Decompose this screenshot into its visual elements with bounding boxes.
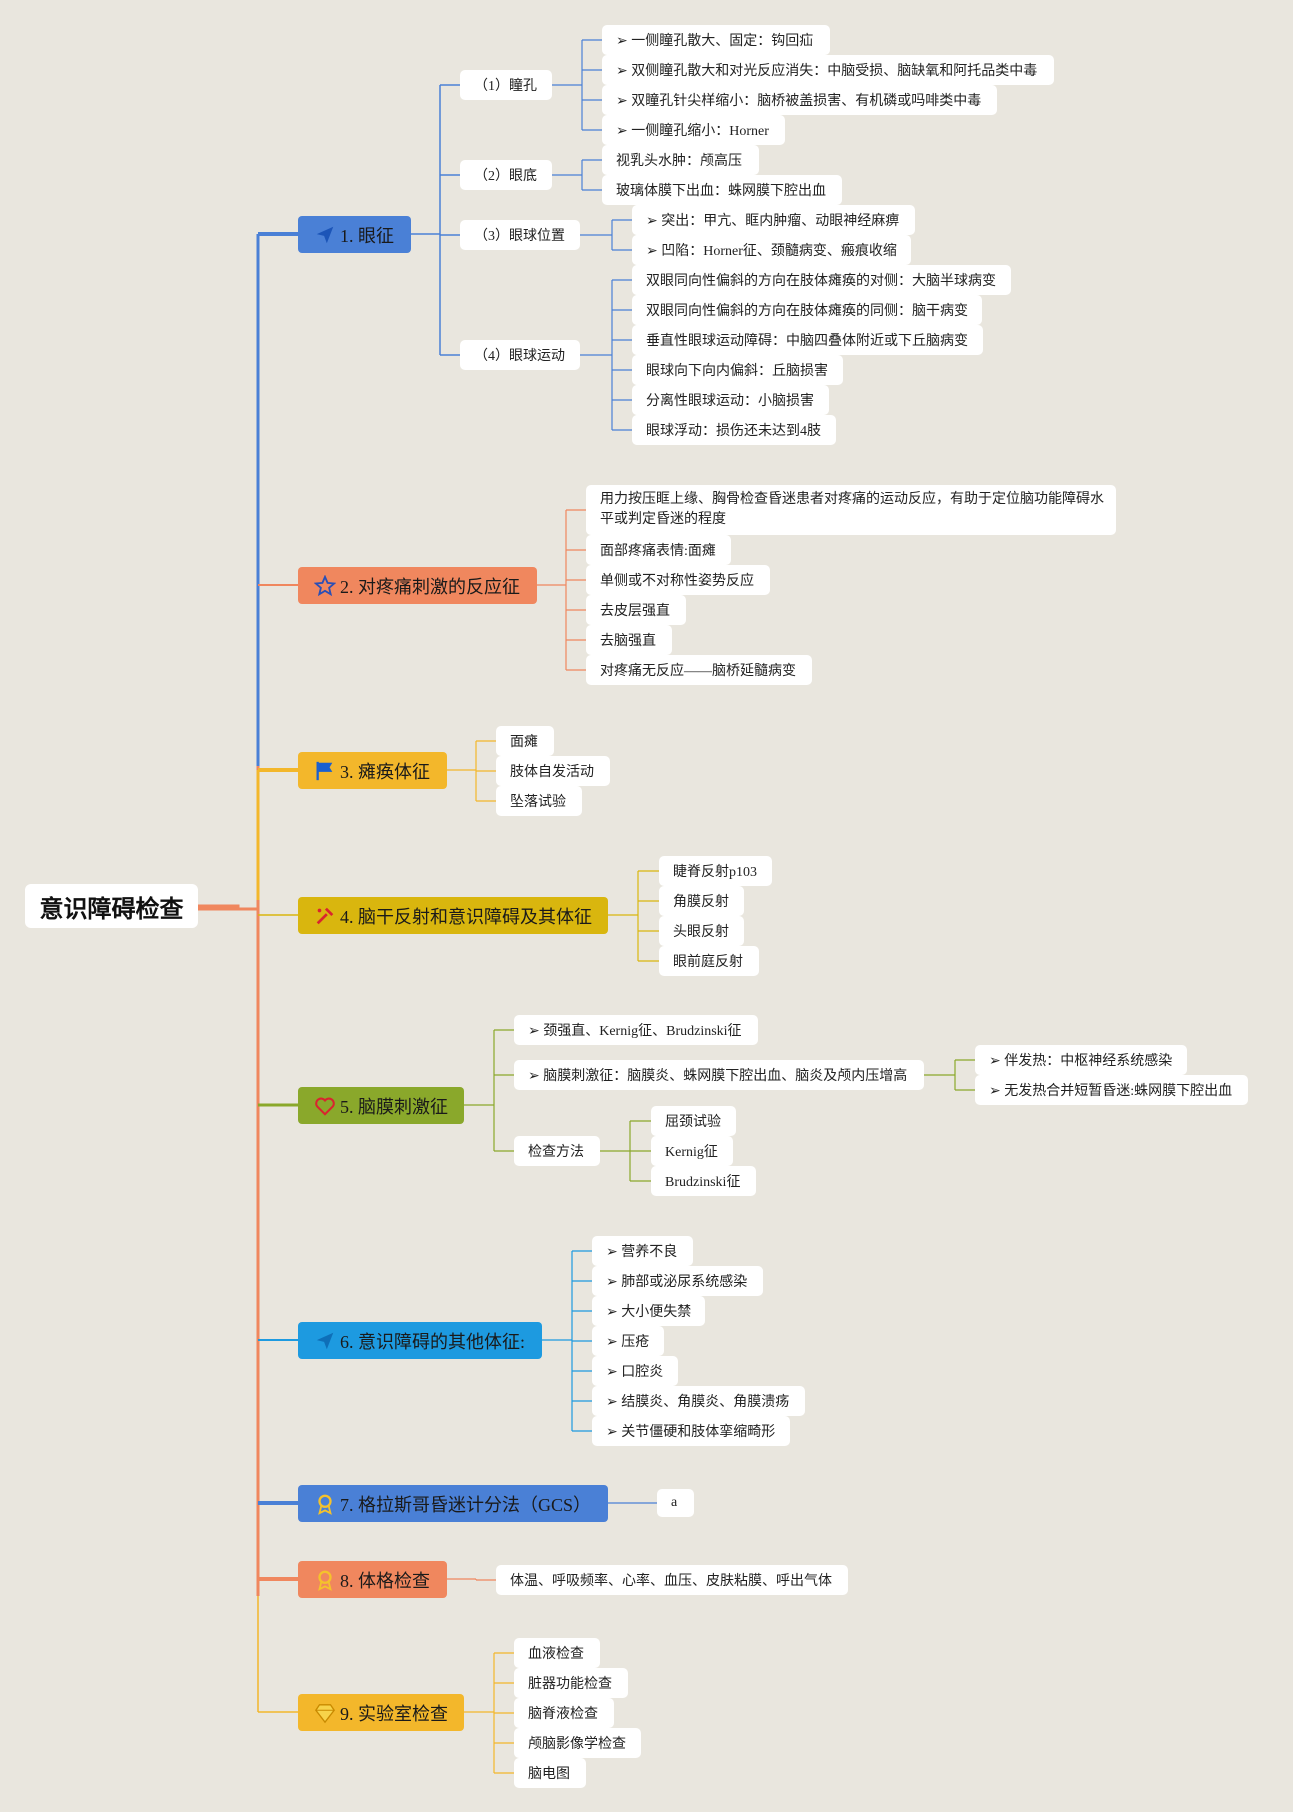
branch-label: 1. 眼征 [340,225,394,246]
list-item[interactable]: 头眼反射 [659,916,744,946]
list-item[interactable]: 垂直性眼球运动障碍：中脑四叠体附近或下丘脑病变 [632,325,983,355]
star-icon [314,574,336,597]
list-item[interactable]: 脑脊液检查 [514,1698,614,1728]
gem-icon [314,1702,336,1724]
list-item[interactable]: ➢ 一侧瞳孔散大、固定：钩回疝 [602,25,830,55]
sub-meningeal-causes[interactable]: ➢ 脑膜刺激征：脑膜炎、蛛网膜下腔出血、脑炎及颅内压增高 [514,1060,924,1090]
list-item[interactable]: 睫脊反射p103 [659,856,772,886]
list-item[interactable]: ➢ 伴发热：中枢神经系统感染 [975,1045,1187,1075]
list-item[interactable]: 双眼同向性偏斜的方向在肢体瘫痪的对侧：大脑半球病变 [632,265,1011,295]
list-item[interactable]: ➢ 一侧瞳孔缩小：Horner [602,115,785,145]
badge-icon [314,1493,336,1515]
branch-label: 6. 意识障碍的其他体征: [340,1331,526,1352]
sub-pupil[interactable]: （1）瞳孔 [460,70,552,100]
send-icon [314,1330,336,1352]
sub-neck-stiffness[interactable]: ➢ 颈强直、Kernig征、Brudzinski征 [514,1015,758,1045]
list-item[interactable]: 分离性眼球运动：小脑损害 [632,385,829,415]
branch-lab-tests[interactable]: 9. 实验室检查 [298,1694,464,1731]
list-item[interactable]: 去脑强直 [586,625,672,655]
branch-pain-response[interactable]: 2. 对疼痛刺激的反应征 [298,567,537,604]
list-item[interactable]: ➢ 营养不良 [592,1236,693,1266]
branch-label: 4. 脑干反射和意识障碍及其体征 [340,906,592,927]
list-item[interactable]: ➢ 口腔炎 [592,1356,678,1386]
list-item[interactable]: 血液检查 [514,1638,600,1668]
branch-label: 8. 体格检查 [340,1570,430,1591]
list-item[interactable]: 眼球向下向内偏斜：丘脑损害 [632,355,843,385]
tools-icon [314,905,336,927]
list-item[interactable]: 脑电图 [514,1758,586,1788]
list-item[interactable]: Brudzinski征 [651,1166,756,1196]
list-item[interactable]: 眼球浮动：损伤还未达到4肢 [632,415,836,445]
list-item[interactable]: 双眼同向性偏斜的方向在肢体瘫痪的同侧：脑干病变 [632,295,982,325]
list-item[interactable]: a [657,1489,694,1517]
branch-other-signs[interactable]: 6. 意识障碍的其他体征: [298,1322,542,1359]
list-item[interactable]: 体温、呼吸频率、心率、血压、皮肤粘膜、呼出气体 [496,1565,848,1595]
list-item[interactable]: ➢ 突出：甲亢、眶内肿瘤、动眼神经麻痹 [632,205,915,235]
branch-eye-signs[interactable]: 1. 眼征 [298,216,411,253]
list-item[interactable]: 单侧或不对称性姿势反应 [586,565,770,595]
list-item[interactable]: 脏器功能检查 [514,1668,628,1698]
flag-icon [314,760,336,782]
list-item[interactable]: ➢ 结膜炎、角膜炎、角膜溃疡 [592,1386,805,1416]
send-icon [314,224,336,246]
branch-label: 3. 瘫痪体征 [340,761,430,782]
root-topic[interactable]: 意识障碍检查 [25,884,198,928]
list-item[interactable]: 对疼痛无反应——脑桥延髓病变 [586,655,812,685]
list-item[interactable]: 面瘫 [496,726,554,756]
list-item[interactable]: 眼前庭反射 [659,946,759,976]
branch-gcs[interactable]: 7. 格拉斯哥昏迷计分法（GCS） [298,1485,608,1522]
list-item[interactable]: ➢ 肺部或泌尿系统感染 [592,1266,763,1296]
branch-label: 7. 格拉斯哥昏迷计分法（GCS） [340,1494,592,1515]
list-item[interactable]: ➢ 关节僵硬和肢体挛缩畸形 [592,1416,790,1446]
heart-icon [314,1095,336,1117]
branch-label: 9. 实验室检查 [340,1703,448,1724]
list-item[interactable]: 屈颈试验 [651,1106,736,1136]
badge-icon [314,1569,336,1591]
list-item[interactable]: 视乳头水肿：颅高压 [602,145,759,175]
branch-meningeal-signs[interactable]: 5. 脑膜刺激征 [298,1087,464,1124]
list-item[interactable]: 面部疼痛表情:面瘫 [586,535,731,565]
list-item[interactable]: ➢ 无发热合并短暂昏迷:蛛网膜下腔出血 [975,1075,1248,1105]
sub-eye-position[interactable]: （3）眼球位置 [460,220,580,250]
list-item[interactable]: ➢ 压疮 [592,1326,664,1356]
sub-eye-movement[interactable]: （4）眼球运动 [460,340,580,370]
list-item[interactable]: 坠落试验 [496,786,582,816]
branch-paralysis-signs[interactable]: 3. 瘫痪体征 [298,752,447,789]
list-item[interactable]: ➢ 双瞳孔针尖样缩小：脑桥被盖损害、有机磷或吗啡类中毒 [602,85,997,115]
branch-physical-exam[interactable]: 8. 体格检查 [298,1561,447,1598]
sub-fundus[interactable]: （2）眼底 [460,160,552,190]
list-item[interactable]: 去皮层强直 [586,595,686,625]
list-item[interactable]: 角膜反射 [659,886,744,916]
list-item[interactable]: 肢体自发活动 [496,756,610,786]
branch-label: 2. 对疼痛刺激的反应征 [340,576,520,597]
list-item[interactable]: ➢ 双侧瞳孔散大和对光反应消失：中脑受损、脑缺氧和阿托品类中毒 [602,55,1054,85]
list-item[interactable]: 用力按压眶上缘、胸骨检查昏迷患者对疼痛的运动反应，有助于定位脑功能障碍水平或判定… [586,485,1116,535]
branch-brainstem-reflex[interactable]: 4. 脑干反射和意识障碍及其体征 [298,897,608,934]
list-item[interactable]: 颅脑影像学检查 [514,1728,641,1758]
list-item[interactable]: ➢ 凹陷：Horner征、颈髓病变、瘢痕收缩 [632,235,911,265]
list-item[interactable]: 玻璃体膜下出血：蛛网膜下腔出血 [602,175,842,205]
list-item[interactable]: ➢ 大小便失禁 [592,1296,705,1326]
sub-exam-methods[interactable]: 检查方法 [514,1136,600,1166]
branch-label: 5. 脑膜刺激征 [340,1096,448,1117]
list-item[interactable]: Kernig征 [651,1136,733,1166]
